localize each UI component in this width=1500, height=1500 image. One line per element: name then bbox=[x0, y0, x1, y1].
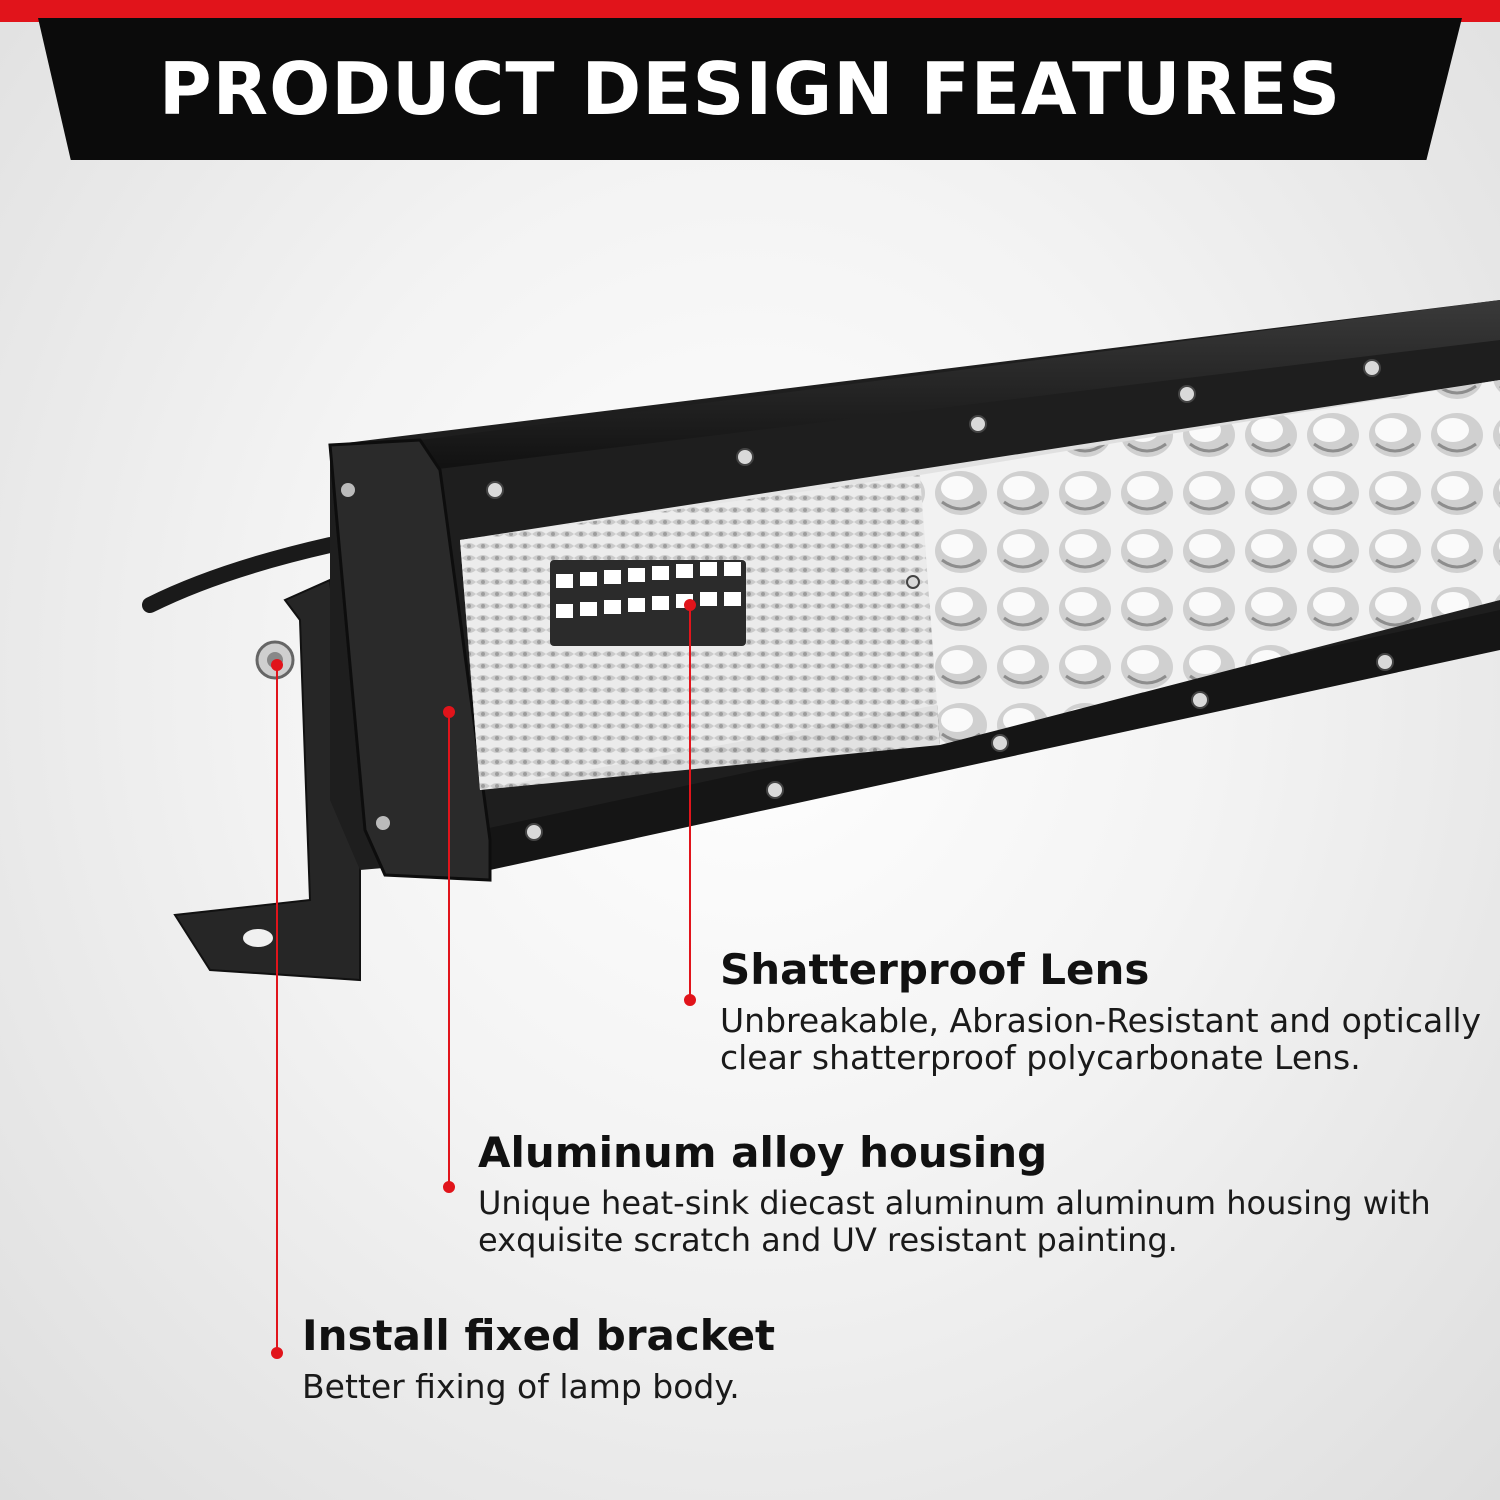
feature-description-line: exquisite scratch and UV resistant paint… bbox=[478, 1221, 1178, 1259]
feature-description: Better fixing of lamp body. bbox=[302, 1368, 775, 1405]
feature-title: Aluminum alloy housing bbox=[478, 1128, 1048, 1177]
feature-aluminum-housing: Aluminum alloy housing Unique heat-sink … bbox=[478, 1127, 1431, 1259]
feature-description-line: Better fixing of lamp body. bbox=[302, 1367, 740, 1406]
top-accent-strip bbox=[0, 0, 1500, 22]
feature-description-line: clear shatterproof polycarbonate Lens. bbox=[720, 1038, 1361, 1077]
feature-title: Shatterproof Lens bbox=[720, 945, 1150, 994]
feature-shatterproof-lens: Shatterproof Lens Unbreakable, Abrasion-… bbox=[720, 944, 1481, 1076]
feature-title: Install fixed bracket bbox=[302, 1311, 776, 1360]
feature-description: Unbreakable, Abrasion-Resistant and opti… bbox=[720, 1002, 1481, 1076]
feature-description-line: Unbreakable, Abrasion-Resistant and opti… bbox=[720, 1001, 1482, 1040]
feature-description-line: Unique heat-sink diecast aluminum alumin… bbox=[478, 1184, 1431, 1222]
feature-description: Unique heat-sink diecast aluminum alumin… bbox=[478, 1185, 1431, 1259]
feature-fixed-bracket: Install fixed bracket Better fixing of l… bbox=[302, 1310, 775, 1405]
header-banner bbox=[38, 18, 1462, 160]
page-title: PRODUCT DESIGN FEATURES bbox=[158, 47, 1342, 131]
